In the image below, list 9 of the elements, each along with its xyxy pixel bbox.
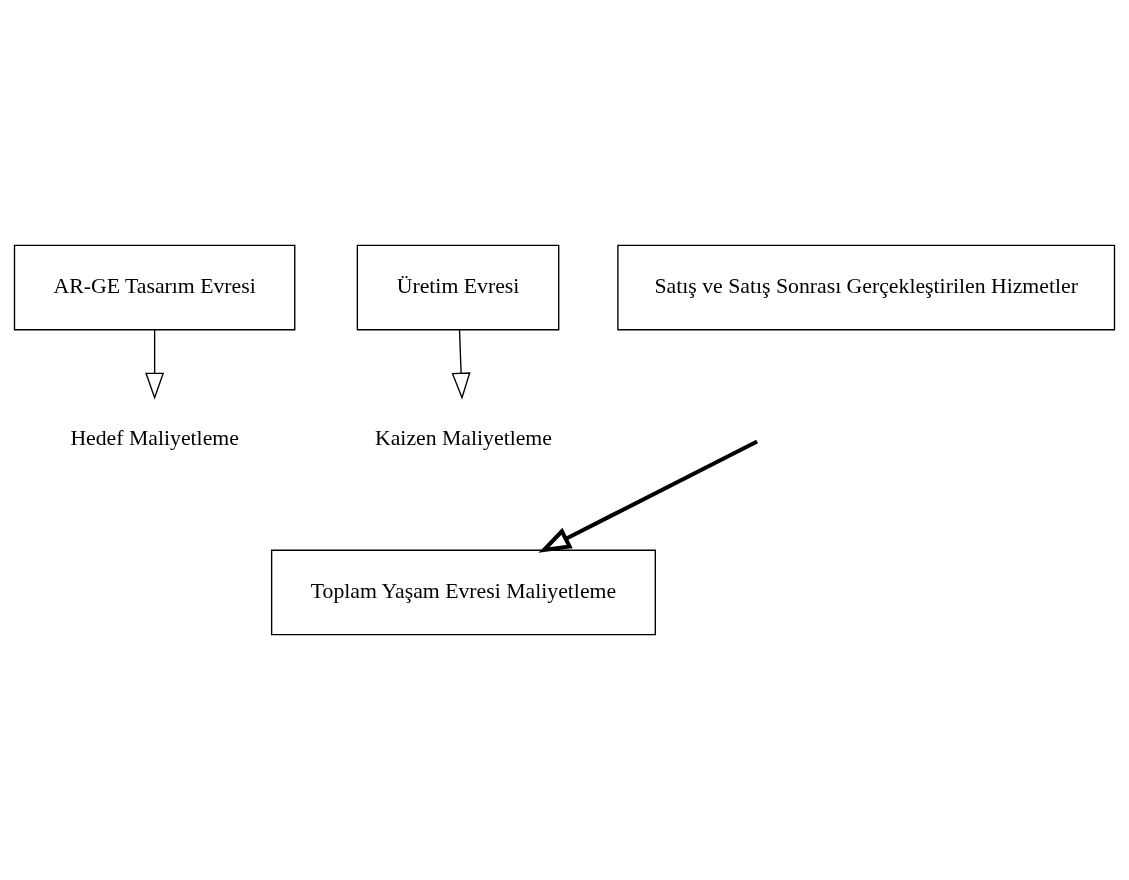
node-text: Kaizen Maliyetleme [375, 426, 552, 451]
arrow [451, 329, 471, 400]
arrow [538, 439, 759, 553]
node-box: AR-GE Tasarım Evresi [13, 244, 296, 331]
node-text: Hedef Maliyetleme [70, 426, 239, 451]
node-box: Toplam Yaşam Evresi Maliyetleme [270, 549, 656, 636]
node-box: Üretim Evresi [356, 244, 560, 331]
arrow [145, 329, 165, 400]
node-box: Satış ve Satış Sonrası Gerçekleştirilen Hizmetler [617, 244, 1116, 331]
